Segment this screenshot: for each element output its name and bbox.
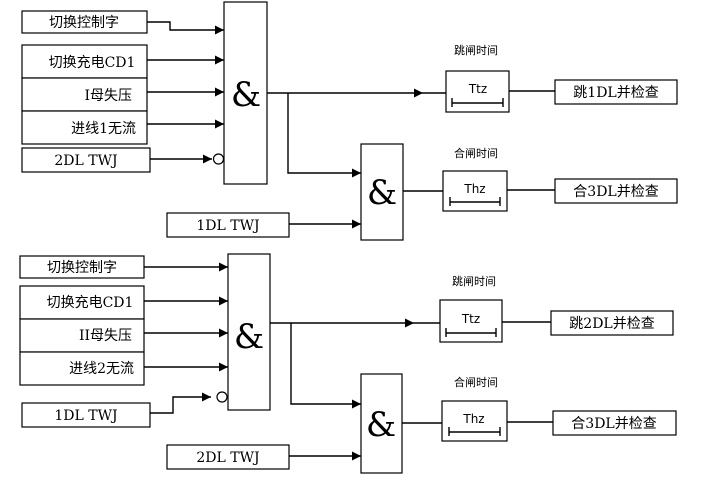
and-gate-close — [360, 373, 403, 474]
close-timer-label: Thz — [462, 412, 484, 426]
input-label-breaker-twj: 2DL TWJ — [54, 153, 117, 169]
close-output-label: 合3DL并检查 — [573, 184, 658, 200]
and-gate — [223, 1, 268, 185]
close-timer-box — [441, 400, 508, 442]
input-label-switch-control: 切换控制字 — [49, 14, 119, 31]
close-output-box — [554, 178, 678, 204]
input-label-switch-charge: 切换充电CD1 — [49, 54, 136, 71]
close-timer-caption: 合闸时间 — [454, 375, 498, 389]
and-gate-close — [360, 143, 404, 241]
input-label-switch-charge: 切换充电CD1 — [47, 294, 134, 311]
input-box-switch-charge — [19, 285, 145, 320]
trip-output-label: 跳1DL并检查 — [573, 85, 658, 101]
input-box-line-no-current — [19, 351, 145, 386]
input-box-bus-voltage-loss — [21, 77, 148, 112]
second-input-label: 1DL TWJ — [196, 218, 259, 234]
input-label-breaker-twj: 1DL TWJ — [54, 408, 117, 424]
close-output-label: 合3DL并检查 — [571, 416, 656, 432]
input-label-line-no-current: 进线1无流 — [71, 121, 136, 137]
trip-output-label: 跳2DL并检查 — [569, 316, 654, 332]
close-timer-label: Thz — [463, 182, 485, 196]
input-label-switch-control: 切换控制字 — [47, 259, 117, 276]
and-gate — [227, 253, 271, 411]
trip-output-box — [550, 310, 674, 336]
trip-timer-caption: 跳闸时间 — [452, 274, 496, 288]
and-symbol: & — [231, 75, 261, 115]
input-label-bus-voltage-loss: I母失压 — [84, 88, 132, 104]
trip-timer-label: Ttz — [468, 82, 487, 96]
inverter-bubble — [216, 391, 228, 403]
logic-group-2: 切换控制字 切换充电CD1 II母失压 进线2无流 1DL TWJ & 跳闸时间… — [19, 253, 677, 474]
second-input-box — [166, 212, 290, 238]
input-label-bus-voltage-loss: II母失压 — [79, 328, 132, 344]
trip-timer-box — [445, 70, 510, 113]
second-input-label: 2DL TWJ — [196, 450, 259, 466]
input-box-bus-voltage-loss — [19, 318, 145, 353]
and-symbol: & — [234, 317, 264, 357]
input-box-switch-charge — [21, 44, 148, 79]
close-timer-box — [442, 170, 508, 212]
trip-timer-box — [439, 299, 503, 343]
close-output-box — [552, 410, 677, 436]
trip-timer-label: Ttz — [461, 312, 480, 326]
second-input-box — [166, 444, 290, 470]
input-box-breaker-twj — [21, 147, 151, 173]
close-timer-caption: 合闸时间 — [454, 146, 498, 160]
trip-timer-caption: 跳闸时间 — [454, 43, 498, 57]
trip-output-box — [554, 79, 678, 105]
input-label-line-no-current: 进线2无流 — [69, 361, 134, 377]
input-box-breaker-twj — [21, 402, 151, 428]
logic-group-1: 切换控制字 切换充电CD1 I母失压 进线1无流 2DL TWJ & 跳闸时间 … — [21, 1, 678, 241]
inverter-bubble — [212, 153, 225, 165]
and-symbol-close: & — [366, 405, 396, 445]
and-symbol-close: & — [367, 173, 397, 213]
input-box-line-no-current — [21, 110, 148, 145]
